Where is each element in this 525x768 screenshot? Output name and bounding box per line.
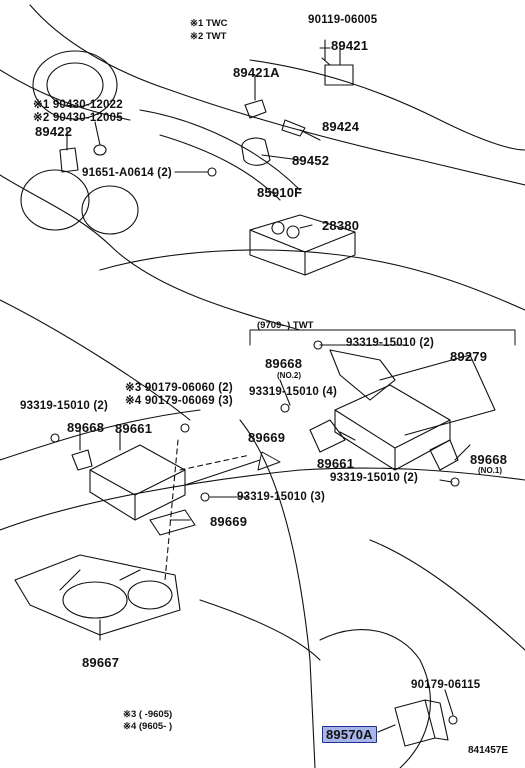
bolt bbox=[207, 167, 217, 177]
hood-edge-line bbox=[99, 249, 525, 311]
gasket bbox=[93, 144, 107, 156]
legend-line-1: ※1 TWC bbox=[190, 18, 228, 29]
body-line bbox=[0, 69, 131, 121]
body-line bbox=[0, 467, 525, 531]
part-89452[interactable]: 89452 bbox=[292, 153, 330, 168]
body-line bbox=[249, 59, 525, 151]
body-line bbox=[0, 409, 201, 461]
sensor-89452 bbox=[241, 137, 271, 166]
part-90179-06069[interactable]: ※4 90179-06069 (3) bbox=[125, 395, 233, 407]
body-line bbox=[29, 4, 525, 186]
diagram-reference-code: 841457E bbox=[468, 745, 509, 756]
no2-label: (NO.2) bbox=[277, 371, 301, 380]
body-line bbox=[199, 599, 321, 661]
part-89661-left[interactable]: 89661 bbox=[115, 421, 153, 436]
body-line bbox=[319, 629, 431, 768]
part-91651-A0614[interactable]: 91651-A0614 (2) bbox=[82, 167, 172, 179]
part-90179-06060[interactable]: ※3 90179-06060 (2) bbox=[125, 382, 233, 394]
part-89424[interactable]: 89424 bbox=[322, 119, 360, 134]
part-93319-15010-left[interactable]: 93319-15010 (2) bbox=[20, 400, 109, 412]
engine-component bbox=[81, 185, 139, 235]
part-89279[interactable]: 89279 bbox=[450, 349, 488, 364]
part-90179-06115[interactable]: 90179-06115 bbox=[411, 679, 481, 691]
fender-line bbox=[0, 174, 301, 331]
part-90430-12005[interactable]: ※2 90430-12005 bbox=[33, 112, 123, 124]
engine-pipe bbox=[139, 109, 301, 191]
part-89669-right[interactable]: 89669 bbox=[248, 430, 286, 445]
legend-line-2: ※2 TWT bbox=[190, 31, 227, 42]
body-line bbox=[369, 539, 525, 651]
sensor-89421A bbox=[244, 99, 267, 119]
cover-89279 bbox=[379, 354, 496, 436]
part-89570A-highlighted[interactable]: 89570A bbox=[322, 726, 377, 743]
part-89667[interactable]: 89667 bbox=[82, 655, 120, 670]
pillar-line bbox=[239, 419, 316, 768]
bracket-89669-right bbox=[309, 419, 346, 453]
part-93319-15010-top[interactable]: 93319-15010 (2) bbox=[346, 337, 435, 349]
part-93319-15010-4[interactable]: 93319-15010 (4) bbox=[249, 386, 338, 398]
part-89668-left[interactable]: 89668 bbox=[67, 420, 105, 435]
part-89668-no2[interactable]: 89668 bbox=[265, 356, 303, 371]
no1-label: (NO.1) bbox=[478, 466, 502, 475]
part-89421A[interactable]: 89421A bbox=[233, 65, 280, 80]
legend-line-4: ※4 (9605- ) bbox=[123, 721, 173, 732]
part-93319-15010-3[interactable]: 93319-15010 (3) bbox=[237, 491, 326, 503]
engine-component bbox=[20, 169, 90, 231]
sensor-89424 bbox=[281, 119, 306, 137]
part-89669-left[interactable]: 89669 bbox=[210, 514, 248, 529]
twt-bracket-label: (9709- ) TWT bbox=[257, 320, 314, 331]
bracket-89668-no2 bbox=[329, 349, 396, 401]
engine-pipe bbox=[159, 134, 281, 201]
part-28380[interactable]: 28380 bbox=[322, 218, 360, 233]
bracket-89668-no1 bbox=[429, 439, 459, 471]
part-89661-right[interactable]: 89661 bbox=[317, 456, 355, 471]
bracket-89669-left bbox=[149, 509, 196, 536]
sensor-89421 bbox=[324, 64, 354, 86]
engine-component bbox=[32, 50, 118, 120]
sensor-89422 bbox=[59, 147, 79, 173]
part-85910F[interactable]: 85910F bbox=[257, 185, 303, 200]
part-89421[interactable]: 89421 bbox=[331, 38, 369, 53]
bracket-89668-left bbox=[71, 449, 93, 471]
part-90430-12022[interactable]: ※1 90430-12022 bbox=[33, 99, 123, 111]
part-89668-no1[interactable]: 89668 bbox=[470, 452, 508, 467]
floor-panel-89667 bbox=[14, 554, 181, 636]
body-line bbox=[0, 299, 191, 421]
part-93319-15010-2b[interactable]: 93319-15010 (2) bbox=[330, 472, 419, 484]
module-89570A bbox=[394, 699, 436, 747]
legend-line-3: ※3 ( -9605) bbox=[123, 709, 173, 720]
engine-component bbox=[46, 62, 104, 108]
part-89422[interactable]: 89422 bbox=[35, 124, 73, 139]
part-90119-06005[interactable]: 90119-06005 bbox=[308, 14, 378, 26]
